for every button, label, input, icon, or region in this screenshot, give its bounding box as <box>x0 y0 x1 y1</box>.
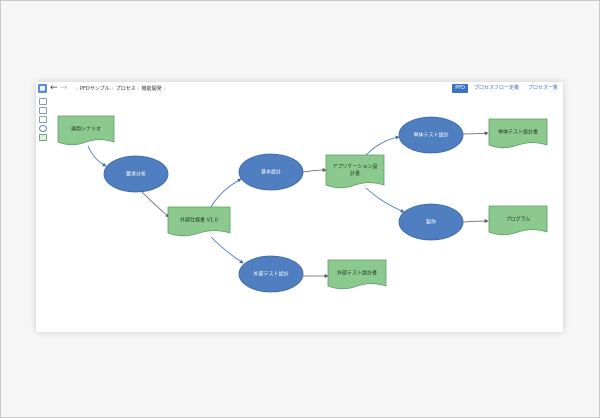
artifact-label: 単体テスト設計書 <box>498 129 538 136</box>
artifact-tool-icon[interactable] <box>39 134 47 141</box>
breadcrumb-separator: › <box>76 86 78 92</box>
artifact-document-shape[interactable] <box>327 259 387 290</box>
flow-arrow-a4-to-p4[interactable] <box>365 135 400 156</box>
process-label: 要求分析 <box>126 171 146 178</box>
breadcrumb-separator: › <box>163 86 166 92</box>
artifact-node-a1[interactable]: 運用シナリオ <box>57 115 115 146</box>
process-ellipse[interactable] <box>398 203 464 241</box>
artifact-document-shape[interactable] <box>57 115 115 146</box>
flow-arrow-p4-to-a5[interactable] <box>462 131 489 136</box>
artifact-label: 運用シナリオ <box>71 127 101 133</box>
artifact-document-shape[interactable] <box>325 154 385 189</box>
process-label: 基本設計 <box>261 169 281 176</box>
text-tool-icon[interactable] <box>39 107 47 114</box>
nodes-layer: 運用シナリオ要求分析外部仕様書 V1.0基本設計外部テスト設計外部テスト設計書ア… <box>57 115 548 293</box>
artifact-document-shape[interactable] <box>488 118 548 149</box>
breadcrumb-separator: › <box>111 86 114 92</box>
document-tool-icon[interactable] <box>39 98 47 105</box>
artifact-document-shape[interactable] <box>167 206 231 237</box>
flow-arrow-p1-to-a2[interactable] <box>141 191 170 218</box>
artifact-label: アプリケーション設 <box>333 163 378 170</box>
process-node-p4[interactable]: 単体テスト設計 <box>398 116 464 154</box>
side-toolbar <box>38 98 47 143</box>
ellipse-tool-icon[interactable] <box>39 125 47 132</box>
process-node-p1[interactable]: 要求分析 <box>103 155 169 193</box>
tab-process-flow-definition[interactable]: プロセスフロー定義 <box>473 85 519 91</box>
process-ellipse[interactable] <box>238 153 304 191</box>
flow-arrow-p2-to-a4[interactable] <box>302 168 327 173</box>
breadcrumb: ›PFDサンプル›プロセス›機能開発› <box>74 85 168 93</box>
tab-pfd[interactable]: PFD <box>452 84 468 93</box>
process-ellipse[interactable] <box>238 255 304 293</box>
process-label: 製作 <box>426 219 436 226</box>
breadcrumb-item[interactable]: 機能開発 <box>141 86 162 92</box>
process-node-p5[interactable]: 製作 <box>398 203 464 241</box>
flow-arrow-a2-to-p2[interactable] <box>210 178 242 208</box>
tab-process-list[interactable]: プロセス一覧 <box>527 85 558 91</box>
view-tabs: PFD プロセスフロー定義 プロセス一覧 <box>449 84 561 93</box>
artifact-label: 外部仕様書 V1.0 <box>180 217 218 224</box>
rectangle-tool-icon[interactable] <box>39 116 47 123</box>
artifact-node-a6[interactable]: プログラム <box>488 205 548 236</box>
process-ellipse[interactable] <box>103 155 169 193</box>
pfd-canvas[interactable]: 運用シナリオ要求分析外部仕様書 V1.0基本設計外部テスト設計外部テスト設計書ア… <box>36 82 563 332</box>
forward-arrow-icon[interactable]: → <box>60 83 68 93</box>
breadcrumb-separator: › <box>137 86 140 92</box>
flow-arrow-a1-to-p1[interactable] <box>87 145 107 167</box>
flow-arrow-p5-to-a6[interactable] <box>462 219 489 224</box>
artifact-node-a3[interactable]: 外部テスト設計書 <box>327 259 387 290</box>
artifact-node-a2[interactable]: 外部仕様書 V1.0 <box>167 206 231 237</box>
process-label: 外部テスト設計 <box>253 271 288 278</box>
flow-arrow-a2-to-p3[interactable] <box>210 236 244 264</box>
breadcrumb-item[interactable]: プロセス <box>115 86 136 92</box>
app-logo-icon[interactable]: ■ <box>38 84 47 93</box>
process-label: 単体テスト設計 <box>413 132 448 139</box>
back-arrow-icon[interactable]: ← <box>50 83 58 93</box>
artifact-label: プログラム <box>506 216 531 223</box>
artifact-node-a5[interactable]: 単体テスト設計書 <box>488 118 548 149</box>
breadcrumb-item[interactable]: PFDサンプル <box>80 86 110 92</box>
process-ellipse[interactable] <box>398 116 464 154</box>
process-node-p3[interactable]: 外部テスト設計 <box>238 255 304 293</box>
process-node-p2[interactable]: 基本設計 <box>238 153 304 191</box>
flow-arrow-a4-to-p5[interactable] <box>365 187 405 213</box>
artifact-document-shape[interactable] <box>488 205 548 236</box>
artifact-label: 外部テスト設計書 <box>337 270 377 277</box>
edges-layer <box>87 131 489 278</box>
artifact-label: 計書 <box>350 170 360 177</box>
